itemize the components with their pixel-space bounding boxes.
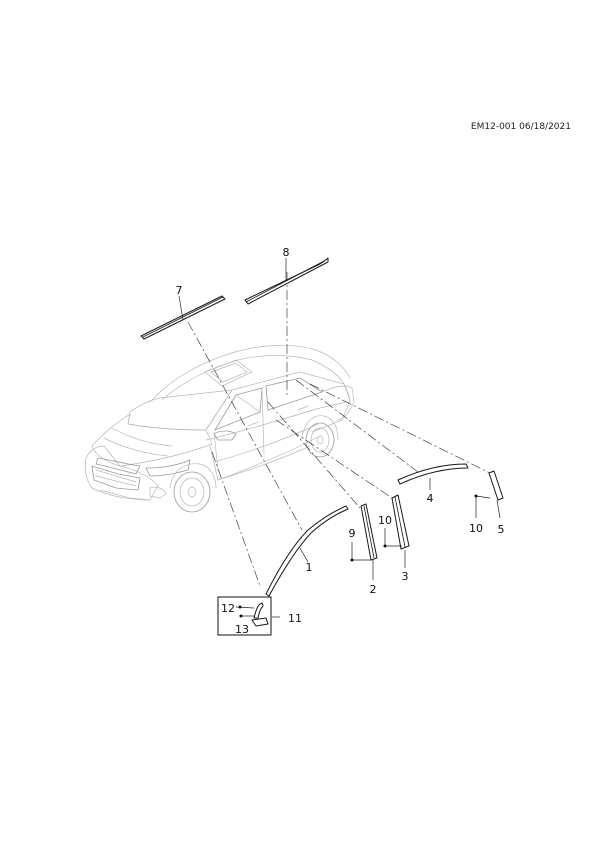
- callout-11: 11: [288, 612, 302, 625]
- part-4-strip[interactable]: [397, 463, 469, 485]
- chain-line-part-2: [267, 401, 361, 509]
- chain-line-part-4: [295, 379, 419, 473]
- callout-13: 13: [235, 623, 249, 636]
- chain-line-part-5: [309, 383, 493, 475]
- callout-12: 12: [221, 602, 235, 615]
- part-5-applique[interactable]: [488, 470, 504, 501]
- part-3-applique[interactable]: [391, 494, 410, 550]
- callout-8: 8: [283, 246, 290, 259]
- callout-leaders: [178, 258, 501, 618]
- callout-4: 4: [427, 492, 434, 505]
- part-8-strip[interactable]: [244, 257, 329, 305]
- callout-3: 3: [402, 570, 409, 583]
- fastener-dots: [238, 494, 478, 618]
- part-7-strip[interactable]: [140, 295, 226, 340]
- callout-10-lower: 10: [469, 522, 483, 535]
- document-id: EM12-001 06/18/2021: [470, 122, 571, 132]
- callout-10-upper: 10: [378, 514, 392, 527]
- callout-2: 2: [370, 583, 377, 596]
- vehicle-outline: [84, 345, 355, 513]
- chain-line-part-1: [211, 451, 261, 587]
- chain-line-part-3: [275, 419, 393, 499]
- part-2-applique[interactable]: [360, 503, 378, 561]
- callout-5: 5: [498, 523, 505, 536]
- chain-line-part-7: [187, 321, 303, 531]
- reference-lines: [187, 272, 493, 587]
- callout-1: 1: [306, 561, 313, 574]
- part-1-molding[interactable]: [265, 505, 349, 597]
- callouts: 7 8 1 2 3 4 5 9 10 10 11 12 13: [176, 246, 505, 636]
- callout-7: 7: [176, 284, 183, 297]
- callout-9: 9: [349, 527, 356, 540]
